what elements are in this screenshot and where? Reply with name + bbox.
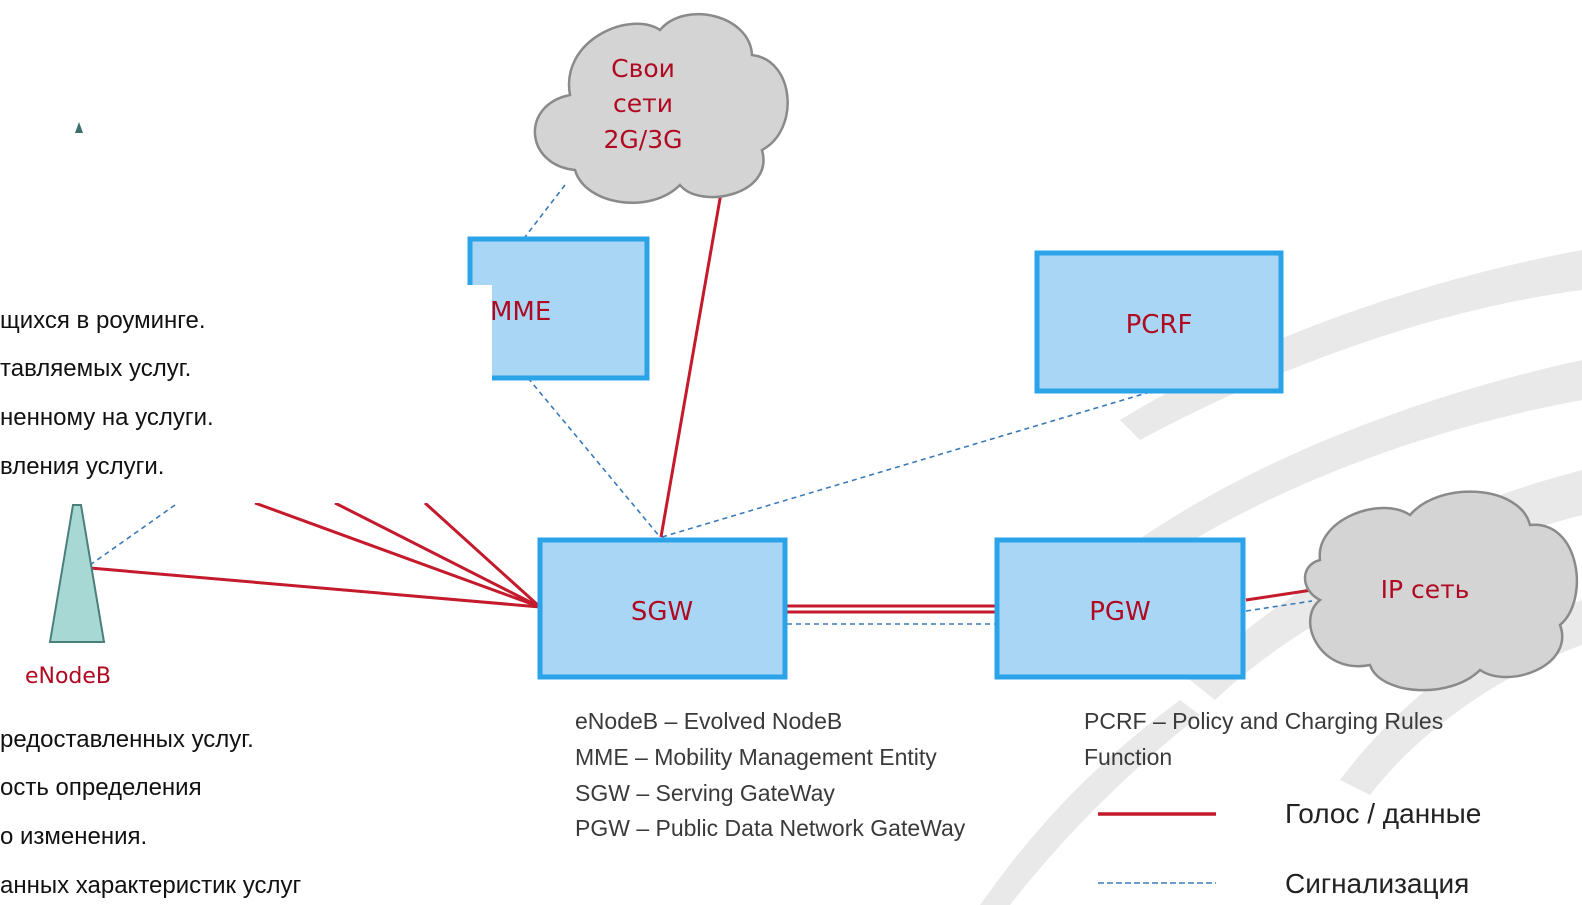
sig-pgw-ip [1245,600,1313,612]
abbr-sgw: SGW – Serving GateWay [575,780,835,806]
abbreviations-right: PCRF – Policy and Charging Rules Functio… [1084,708,1443,770]
voice-pgw-ip [1245,588,1313,602]
legend-voice-label: Голос / данные [1285,798,1481,829]
voice-enodeb-sgw [89,566,541,609]
sgw-node: SGW [537,537,788,680]
side-text-top-1: щихся в роуминге. [0,307,206,334]
cloud-own-line-2: сети [613,89,673,118]
side-text-bottom-2: ость определения [0,774,202,801]
antenna-icon [48,504,106,643]
text-panel-top [0,285,492,503]
side-text-bottom-3: о изменения. [0,823,147,850]
pgw-node: PGW [994,537,1246,680]
sgw-label: SGW [631,597,693,627]
voice-link-c [423,501,542,609]
cloud-ip-network: IP сеть [1303,490,1579,692]
mme-node: MME [467,236,650,381]
ip-network-label: IP сеть [1381,575,1470,604]
enodeb-node: eNodeB [25,504,111,689]
cloud-own-line-1: Свои [611,54,675,83]
abbr-enodeb: eNodeB – Evolved NodeB [575,708,842,734]
side-text-bottom-1: редоставленных услуг. [0,726,254,753]
voice-data-links [89,169,1313,614]
legend-signaling-label: Сигнализация [1285,868,1469,899]
sig-cloud-mme [524,184,566,238]
sig-pcrf-sgw [661,391,1151,538]
abbr-pcrf-1: PCRF – Policy and Charging Rules [1084,708,1443,734]
side-text-top-4: вления услуги. [0,453,164,480]
side-text-top-2: тавляемых услуг. [0,355,191,382]
side-text-top-3: ненному на услуги. [0,404,214,431]
cloud-own-networks: Свои сети 2G/3G [533,12,789,204]
voice-link-a [254,501,541,609]
abbr-pgw: PGW – Public Data Network GateWay [575,815,966,841]
voice-cloud-sgw [659,169,727,538]
sig-mme-sgw [527,377,661,538]
sig-enodeb-mme [89,504,176,566]
pgw-label: PGW [1089,597,1151,627]
abbr-mme: MME – Mobility Management Entity [575,744,937,770]
mme-label: MME [490,297,551,327]
abbr-pcrf-2: Function [1084,744,1172,770]
signaling-links [89,184,1313,625]
pcrf-node: PCRF [1034,250,1284,394]
side-text-top: щихся в роуминге. тавляемых услуг. ненно… [0,307,214,480]
side-text-bottom: редоставленных услуг. ость определения о… [0,726,301,899]
pcrf-label: PCRF [1126,310,1193,340]
enodeb-label: eNodeB [25,664,111,689]
side-text-bottom-4: анных характеристик услуг [0,872,301,899]
cloud-own-line-3: 2G/3G [604,125,683,154]
slide-mark [75,122,83,133]
voice-link-b [334,501,541,609]
legend: Голос / данные Сигнализация [1098,798,1481,899]
text-panel-bottom [0,707,540,905]
abbreviations-left: eNodeB – Evolved NodeB MME – Mobility Ma… [575,708,966,841]
